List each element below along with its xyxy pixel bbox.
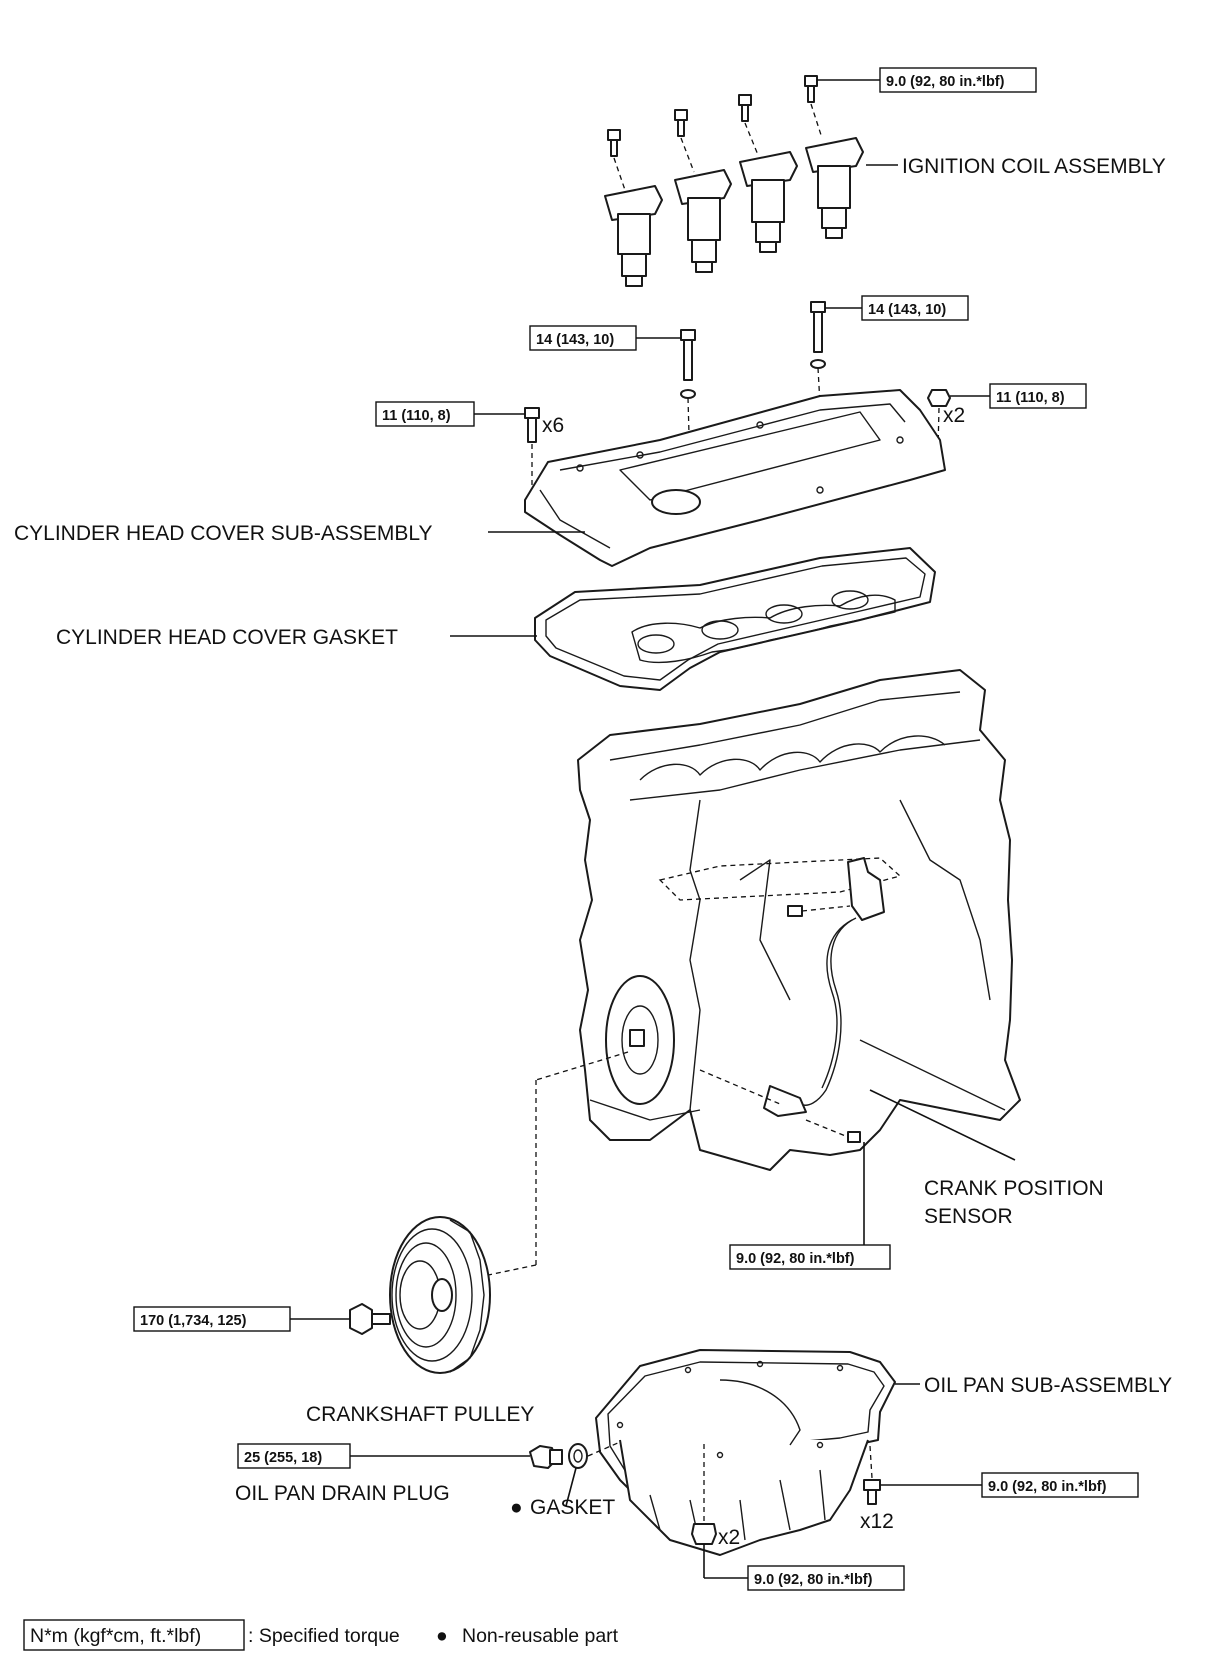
torque-box-cover-nut-right bbox=[989, 383, 1087, 409]
legend-non-reusable-text: Non-reusable part bbox=[462, 1625, 619, 1647]
torque-box-cover-stud-left bbox=[529, 325, 637, 351]
torque-coil-bolt: 9.0 (92, 80 in.*lbf) bbox=[886, 74, 1005, 90]
torque-box-cover-stud-right bbox=[861, 295, 969, 321]
crank-position-sensor-label-line2: SENSOR bbox=[924, 1205, 1013, 1228]
torque-pan-nut: 9.0 (92, 80 in.*lbf) bbox=[754, 1572, 873, 1588]
legend-torque-unit: N*m (kgf*cm, ft.*lbf) bbox=[30, 1625, 201, 1647]
crankshaft-pulley-icon bbox=[389, 1216, 491, 1374]
crankshaft-pulley-label: CRANKSHAFT PULLEY bbox=[306, 1403, 534, 1426]
qty-pan-nut: x2 bbox=[718, 1526, 740, 1549]
pan-nut-icon bbox=[691, 1523, 717, 1545]
oil-pan-drain-plug-label: OIL PAN DRAIN PLUG bbox=[235, 1482, 450, 1505]
oil-pan-label: OIL PAN SUB-ASSEMBLY bbox=[924, 1374, 1172, 1397]
torque-box-drain-plug bbox=[237, 1443, 351, 1469]
torque-cover-stud-right: 14 (143, 10) bbox=[868, 302, 946, 318]
cylinder-head-cover-group: 14 (143, 10) 14 (143, 10) 11 (110, 8) x6… bbox=[14, 295, 1087, 567]
drain-gasket-icon bbox=[568, 1443, 588, 1469]
torque-cover-bolt-left: 11 (110, 8) bbox=[382, 408, 451, 424]
gasket-label: GASKET bbox=[530, 1496, 615, 1519]
drain-plug-icon bbox=[529, 1445, 563, 1469]
qty-cover-bolt-left: x6 bbox=[542, 414, 564, 437]
cylinder-head-cover-gasket-icon bbox=[534, 547, 936, 691]
legend-torque-box bbox=[23, 1619, 245, 1651]
legend-non-reusable-mark: ● bbox=[436, 1625, 448, 1647]
crank-position-sensor-group: CRANK POSITION SENSOR 9.0 (92, 80 in.*lb… bbox=[729, 1142, 1104, 1270]
non-reusable-gasket-mark: ● bbox=[510, 1496, 523, 1519]
pulley-bolt-icon bbox=[349, 1303, 391, 1335]
pan-bolt-icon bbox=[863, 1479, 881, 1505]
ignition-coil-4-icon bbox=[805, 137, 864, 239]
torque-drain-plug: 25 (255, 18) bbox=[244, 1450, 322, 1466]
torque-sensor-bolt: 9.0 (92, 80 in.*lbf) bbox=[736, 1251, 855, 1267]
torque-cover-stud-left: 14 (143, 10) bbox=[536, 332, 614, 348]
torque-box-cover-bolt-left bbox=[375, 401, 475, 427]
legend: N*m (kgf*cm, ft.*lbf) : Specified torque… bbox=[23, 1619, 619, 1651]
qty-pan-bolt: x12 bbox=[860, 1510, 894, 1533]
qty-cover-nut-right: x2 bbox=[943, 404, 965, 427]
oil-pan-group: OIL PAN SUB-ASSEMBLY 25 (255, 18) OIL PA… bbox=[235, 1349, 1172, 1591]
torque-cover-nut-right: 11 (110, 8) bbox=[996, 390, 1065, 406]
legend-torque-text: : Specified torque bbox=[248, 1625, 400, 1647]
cylinder-head-cover-label: CYLINDER HEAD COVER SUB-ASSEMBLY bbox=[14, 522, 433, 545]
ignition-coil-label: IGNITION COIL ASSEMBLY bbox=[902, 155, 1166, 178]
cylinder-head-cover-icon bbox=[524, 389, 946, 567]
ignition-coil-2-icon bbox=[674, 169, 732, 273]
coil-bolt-icon bbox=[607, 75, 818, 157]
torque-box-pan-nut bbox=[747, 1565, 905, 1591]
ignition-coil-3-icon bbox=[739, 151, 798, 253]
crank-position-sensor-label-line1: CRANK POSITION bbox=[924, 1177, 1104, 1200]
torque-pulley-bolt: 170 (1,734, 125) bbox=[140, 1313, 247, 1329]
engine-block-icon bbox=[577, 669, 1021, 1171]
crankshaft-pulley-group: 170 (1,734, 125) CRANKSHAFT PULLEY bbox=[133, 1051, 629, 1426]
ignition-coil-1-icon bbox=[604, 185, 663, 287]
cylinder-head-cover-gasket-group: CYLINDER HEAD COVER GASKET bbox=[56, 547, 936, 691]
torque-box-pan-bolt bbox=[981, 1472, 1139, 1498]
torque-box-coil-bolt bbox=[879, 67, 1037, 93]
cylinder-head-cover-gasket-label: CYLINDER HEAD COVER GASKET bbox=[56, 626, 398, 649]
torque-box-sensor-bolt bbox=[729, 1244, 891, 1270]
ignition-coil-group: 9.0 (92, 80 in.*lbf) IGNITION COIL ASSEM… bbox=[604, 67, 1166, 287]
torque-pan-bolt: 9.0 (92, 80 in.*lbf) bbox=[988, 1479, 1107, 1495]
torque-box-pulley-bolt bbox=[133, 1306, 291, 1332]
oil-pan-icon bbox=[595, 1349, 896, 1556]
